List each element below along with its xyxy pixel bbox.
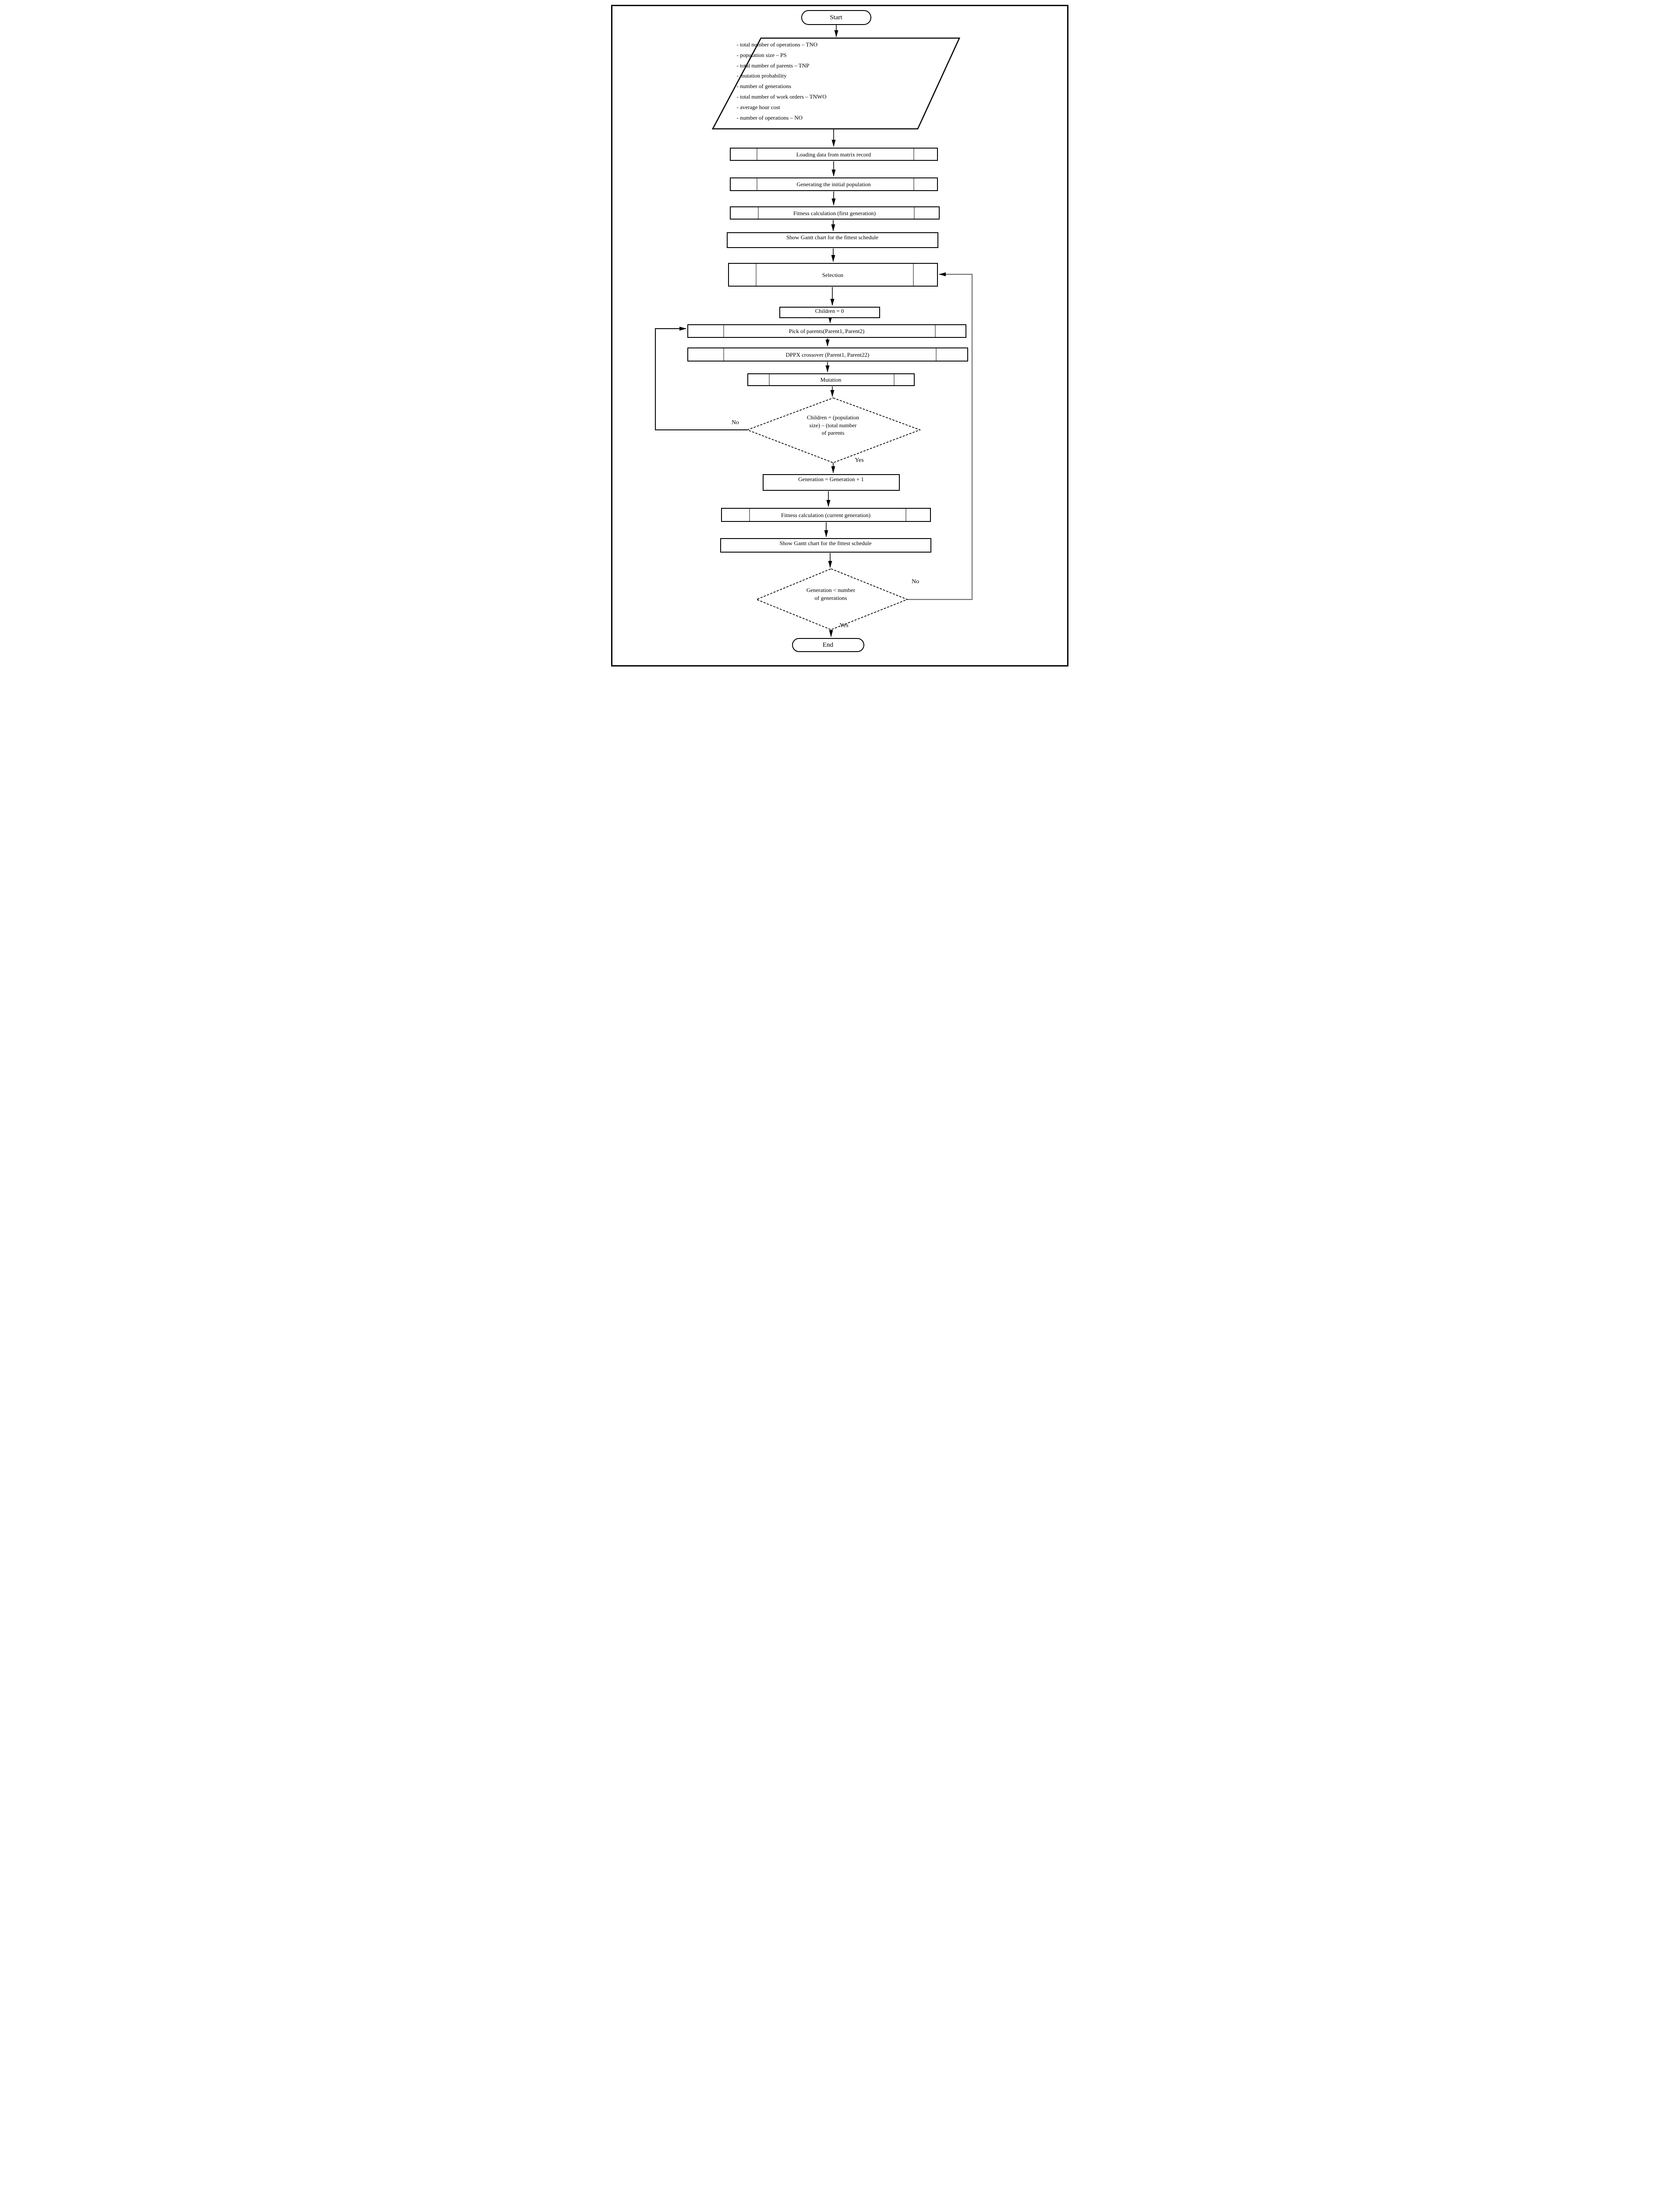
input-item: - number of generations	[736, 83, 792, 90]
predefined-bar-left	[755, 264, 757, 286]
process-dppx-crossover: DPPX crossover (Parent1, Parent22)	[687, 347, 968, 362]
edge-label-generation-yes: Yes	[839, 622, 849, 629]
predefined-bar-left	[723, 325, 724, 337]
input-item: - average hour cost	[736, 103, 780, 110]
predefined-bar-right	[913, 264, 914, 286]
process-label: Generating the initial population	[796, 181, 871, 188]
edge-label-children-yes: Yes	[855, 457, 864, 464]
input-parameter-list: - total number of operations – TNO - pop…	[737, 39, 827, 123]
process-mutation: Mutation	[747, 373, 915, 386]
process-label: Fitness calculation (first generation)	[793, 209, 876, 216]
start-label: Start	[830, 14, 842, 21]
process-show-gantt-current: Show Gantt chart for the fittest schedul…	[720, 538, 931, 553]
predefined-bar-right	[913, 207, 915, 219]
process-label: Mutation	[820, 376, 842, 383]
connector-loop-children-no	[654, 326, 747, 430]
process-increment-generation: Generation = Generation + 1	[762, 474, 900, 491]
decision-children-label: Children = (population size) – (total nu…	[806, 414, 859, 436]
process-label: Selection	[822, 271, 844, 278]
connector-loop-generation-no	[907, 272, 973, 600]
predefined-bar-left	[749, 509, 750, 521]
flowchart-canvas: Start - total number of operations – TNO…	[605, 0, 1075, 670]
flowchart-frame	[611, 5, 1068, 667]
input-item: - mutation probability	[736, 72, 787, 79]
process-pick-parents: Pick of parents(Parent1, Parent2)	[687, 324, 966, 338]
input-parallelogram-shape	[711, 37, 960, 130]
input-item: - total number of parents – TNP	[736, 62, 810, 69]
decision-generation-shape	[755, 568, 908, 630]
end-terminator: End	[792, 638, 864, 652]
process-label: Children = 0	[815, 308, 844, 314]
process-loading-data: Loading data from matrix record	[729, 148, 938, 161]
process-generate-population: Generating the initial population	[729, 177, 938, 191]
input-item: - total number of work orders – TNWO	[736, 93, 827, 100]
input-item: - number of operations – NO	[736, 114, 803, 121]
process-label: Pick of parents(Parent1, Parent2)	[789, 328, 865, 334]
start-terminator: Start	[801, 10, 871, 25]
input-item: - total number of operations – TNO	[736, 41, 818, 48]
process-label: Fitness calculation (current generation)	[781, 511, 870, 518]
process-label: DPPX crossover (Parent1, Parent22)	[785, 351, 870, 358]
predefined-bar-right	[935, 348, 937, 361]
predefined-bar-right	[893, 374, 895, 385]
predefined-bar-right	[913, 149, 914, 160]
input-item: - population size – PS	[736, 51, 787, 58]
process-selection: Selection	[728, 263, 938, 287]
process-children-init: Children = 0	[779, 307, 880, 318]
predefined-bar-left	[757, 207, 759, 219]
flowchart-connectors	[654, 25, 973, 637]
edge-label-children-no: No	[731, 419, 739, 426]
decision-children-shape	[746, 397, 921, 463]
process-label: Show Gantt chart for the fittest schedul…	[779, 540, 872, 546]
process-show-gantt-first: Show Gantt chart for the fittest schedul…	[726, 232, 938, 248]
predefined-bar-left	[723, 348, 724, 361]
predefined-bar-left	[768, 374, 770, 385]
process-label: Generation = Generation + 1	[798, 476, 864, 482]
predefined-bar-right	[934, 325, 936, 337]
decision-generation-label: Generation < number of generations	[806, 587, 856, 601]
end-label: End	[822, 641, 834, 649]
process-label: Loading data from matrix record	[796, 151, 871, 158]
predefined-bar-right	[913, 178, 914, 190]
predefined-bar-right	[905, 509, 906, 521]
process-fitness-current: Fitness calculation (current generation)	[721, 508, 931, 522]
edge-label-generation-no: No	[911, 578, 920, 585]
process-fitness-first: Fitness calculation (first generation)	[729, 206, 940, 220]
process-label: Show Gantt chart for the fittest schedul…	[786, 234, 879, 241]
